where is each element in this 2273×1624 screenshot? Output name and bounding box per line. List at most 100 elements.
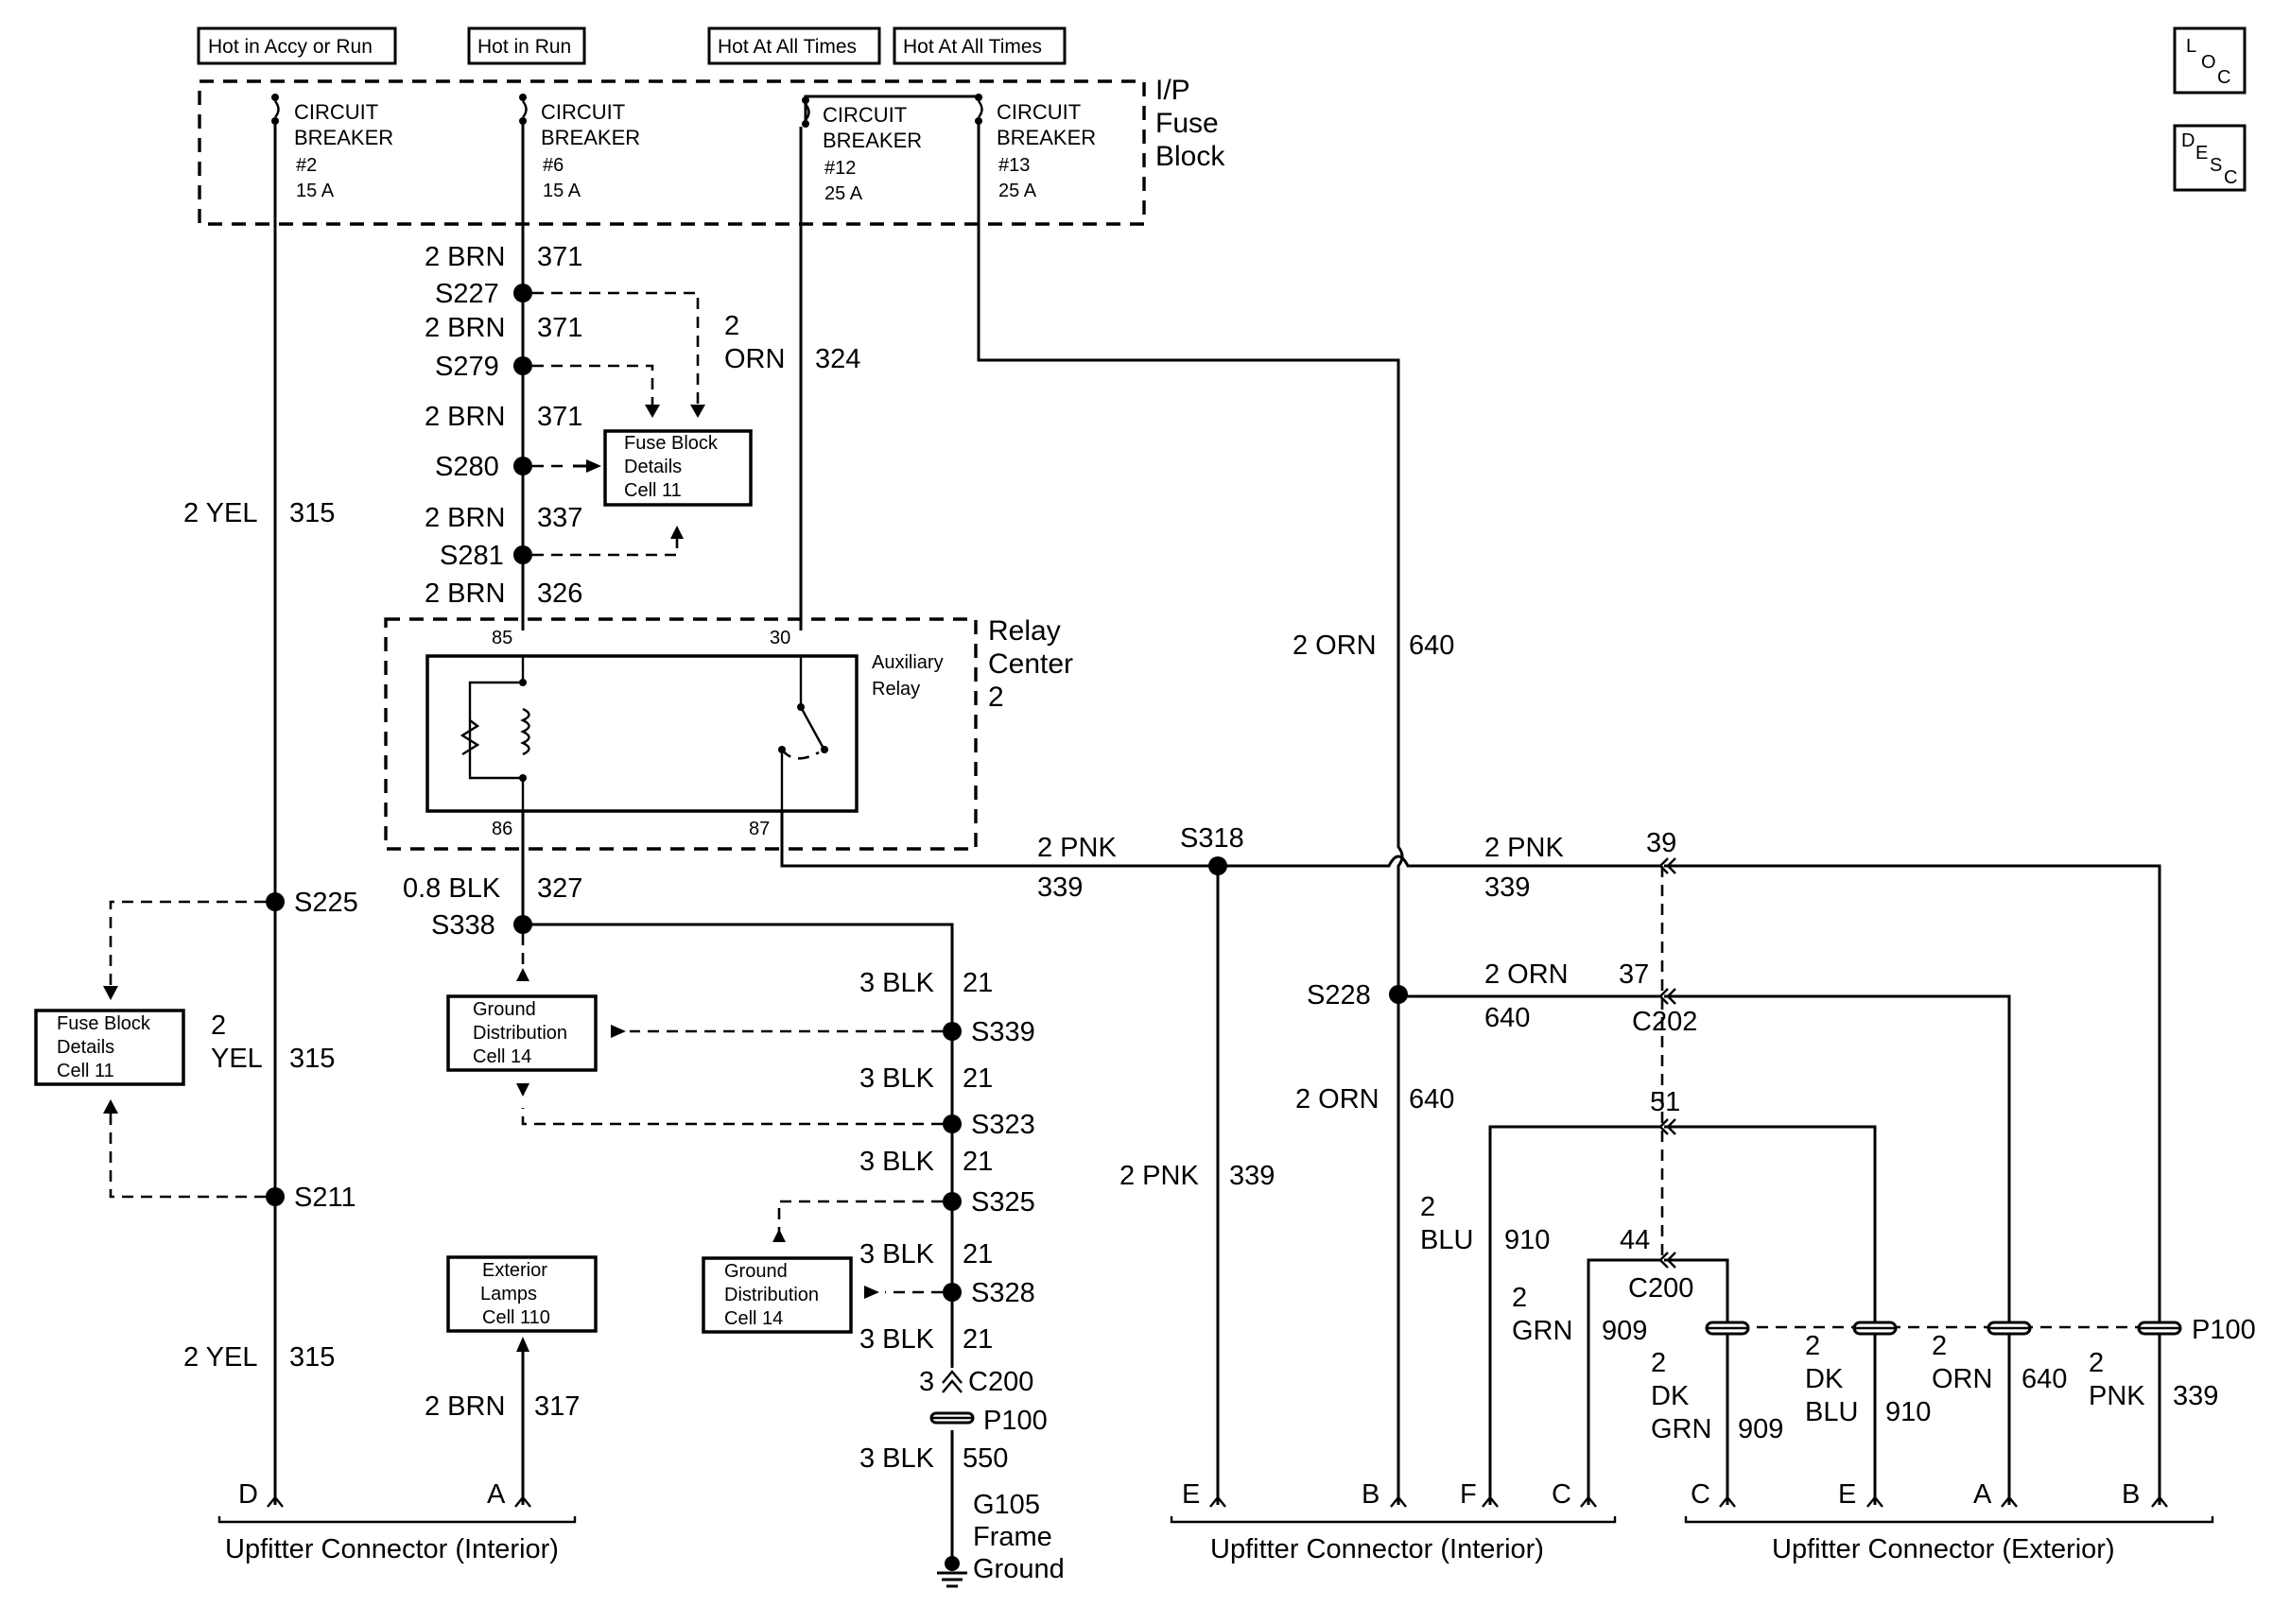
svg-text:2: 2 bbox=[724, 311, 739, 341]
svg-text:3 BLK: 3 BLK bbox=[859, 1443, 935, 1474]
svg-text:S211: S211 bbox=[294, 1183, 356, 1213]
svg-text:317: 317 bbox=[534, 1391, 580, 1422]
svg-text:ORN: ORN bbox=[724, 344, 785, 374]
splice-points bbox=[266, 284, 1408, 1302]
circuit-breaker-6: CIRCUIT BREAKER #6 15 A bbox=[519, 94, 640, 201]
wire-pnk-339 bbox=[780, 803, 1660, 868]
svg-text:CIRCUIT: CIRCUIT bbox=[823, 103, 907, 127]
svg-text:Relay: Relay bbox=[988, 615, 1061, 647]
svg-text:51: 51 bbox=[1650, 1087, 1680, 1117]
svg-text:P100: P100 bbox=[983, 1406, 1048, 1436]
wire-orn-324 bbox=[804, 95, 979, 127]
svg-text:BLU: BLU bbox=[1420, 1225, 1473, 1255]
svg-text:Cell 14: Cell 14 bbox=[473, 1046, 531, 1067]
svg-text:C202: C202 bbox=[1632, 1007, 1697, 1037]
ground-distribution-1[interactable]: Ground Distribution Cell 14 bbox=[446, 934, 943, 1126]
svg-text:21: 21 bbox=[963, 1063, 993, 1094]
exterior-wire-labels: 2 DK GRN 909 2 DK BLU 910 2 ORN 640 2 PN… bbox=[1651, 1331, 2218, 1444]
svg-text:S227: S227 bbox=[435, 279, 499, 309]
svg-text:BLU: BLU bbox=[1805, 1397, 1858, 1427]
svg-text:326: 326 bbox=[537, 579, 582, 609]
svg-text:339: 339 bbox=[1229, 1161, 1275, 1191]
blu-910-labels: 51 2 BLU 910 bbox=[1420, 1087, 1680, 1255]
svg-text:Distribution: Distribution bbox=[724, 1285, 819, 1305]
svg-text:37: 37 bbox=[1619, 959, 1649, 990]
svg-text:371: 371 bbox=[537, 313, 582, 343]
fuse-details-refs bbox=[532, 291, 705, 557]
wire-blk-21 bbox=[523, 923, 954, 1368]
svg-text:21: 21 bbox=[963, 1147, 993, 1177]
hot-always-box-2 bbox=[893, 26, 1067, 65]
ground-icon bbox=[937, 1556, 967, 1588]
svg-text:Relay: Relay bbox=[872, 679, 920, 700]
svg-text:S325: S325 bbox=[971, 1187, 1035, 1218]
svg-text:S338: S338 bbox=[431, 910, 495, 941]
svg-text:#6: #6 bbox=[543, 155, 564, 176]
svg-text:L: L bbox=[2186, 36, 2196, 57]
svg-text:Upfitter Connector (Interior): Upfitter Connector (Interior) bbox=[1210, 1534, 1544, 1564]
yel-wire-labels: 2 YEL 315 S225 2 YEL 315 S211 2 YEL 315 bbox=[183, 498, 358, 1373]
hot-run-box bbox=[467, 26, 586, 65]
svg-text:Details: Details bbox=[57, 1037, 114, 1058]
svg-text:2: 2 bbox=[1651, 1348, 1666, 1378]
circuit-breaker-2: CIRCUIT BREAKER #2 15 A bbox=[271, 94, 393, 201]
fuse-block-details-top[interactable]: Fuse Block Details Cell 11 bbox=[603, 429, 753, 507]
orn-324-label: 2 ORN 324 bbox=[724, 311, 860, 374]
svg-text:315: 315 bbox=[289, 1044, 335, 1074]
svg-text:2 YEL: 2 YEL bbox=[183, 498, 257, 528]
svg-text:909: 909 bbox=[1602, 1316, 1647, 1346]
relay-center-2: Relay Center 2 bbox=[384, 615, 1073, 851]
svg-text:21: 21 bbox=[963, 1324, 993, 1355]
svg-text:910: 910 bbox=[1885, 1397, 1931, 1427]
svg-text:P100: P100 bbox=[2192, 1315, 2256, 1345]
hot-always-label-2: Hot At All Times bbox=[903, 36, 1042, 58]
wire-pnk-39 bbox=[1664, 864, 2161, 1505]
svg-text:S: S bbox=[2210, 155, 2222, 176]
svg-text:CIRCUIT: CIRCUIT bbox=[294, 100, 378, 124]
svg-text:2: 2 bbox=[988, 682, 1004, 713]
exterior-lamps[interactable]: Exterior Lamps Cell 110 bbox=[446, 1255, 598, 1352]
svg-text:D: D bbox=[2181, 130, 2195, 151]
wire-grn-909 bbox=[1587, 1258, 1660, 1505]
svg-text:30: 30 bbox=[770, 628, 790, 648]
svg-text:Exterior: Exterior bbox=[482, 1260, 547, 1281]
svg-text:DK: DK bbox=[1651, 1381, 1690, 1411]
svg-text:C: C bbox=[2217, 67, 2230, 88]
svg-text:Center: Center bbox=[988, 648, 1073, 680]
svg-text:S225: S225 bbox=[294, 888, 358, 918]
hot-accy-run-box bbox=[197, 26, 397, 65]
svg-text:Fuse Block: Fuse Block bbox=[624, 433, 719, 454]
svg-text:BREAKER: BREAKER bbox=[294, 126, 393, 149]
svg-text:GRN: GRN bbox=[1651, 1414, 1711, 1444]
svg-text:2: 2 bbox=[1932, 1331, 1947, 1361]
desc-icon[interactable]: D E S C bbox=[2173, 124, 2247, 192]
svg-text:E: E bbox=[1838, 1479, 1856, 1510]
svg-text:#12: #12 bbox=[824, 158, 856, 179]
svg-text:640: 640 bbox=[1409, 1084, 1454, 1114]
svg-text:909: 909 bbox=[1738, 1414, 1783, 1444]
svg-text:Cell 11: Cell 11 bbox=[624, 480, 682, 501]
svg-text:Lamps: Lamps bbox=[480, 1284, 537, 1304]
svg-text:2 BRN: 2 BRN bbox=[425, 503, 505, 533]
svg-text:GRN: GRN bbox=[1512, 1316, 1572, 1346]
svg-text:550: 550 bbox=[963, 1443, 1008, 1474]
svg-text:2 BRN: 2 BRN bbox=[425, 579, 505, 609]
svg-text:A: A bbox=[1973, 1479, 1992, 1510]
svg-text:B: B bbox=[1362, 1479, 1379, 1510]
svg-text:2 BRN: 2 BRN bbox=[425, 402, 505, 432]
svg-text:2 BRN: 2 BRN bbox=[425, 313, 505, 343]
svg-text:Frame: Frame bbox=[973, 1522, 1052, 1552]
ground-distribution-2[interactable]: Ground Distribution Cell 14 bbox=[702, 1200, 943, 1334]
loc-icon[interactable]: L O C bbox=[2173, 26, 2247, 95]
p100-exterior-connectors: P100 bbox=[1705, 1315, 2256, 1345]
svg-text:S318: S318 bbox=[1180, 823, 1244, 854]
svg-text:E: E bbox=[2195, 143, 2208, 164]
hot-run-label: Hot in Run bbox=[477, 36, 571, 58]
svg-text:BREAKER: BREAKER bbox=[997, 126, 1096, 149]
svg-text:G105: G105 bbox=[973, 1490, 1040, 1520]
svg-text:21: 21 bbox=[963, 968, 993, 998]
svg-text:2: 2 bbox=[2089, 1348, 2104, 1378]
fuse-block-details-left[interactable]: Fuse Block Details Cell 11 bbox=[34, 900, 266, 1199]
circuit-breaker-12: CIRCUIT BREAKER #12 25 A bbox=[802, 96, 922, 204]
svg-text:371: 371 bbox=[537, 242, 582, 272]
